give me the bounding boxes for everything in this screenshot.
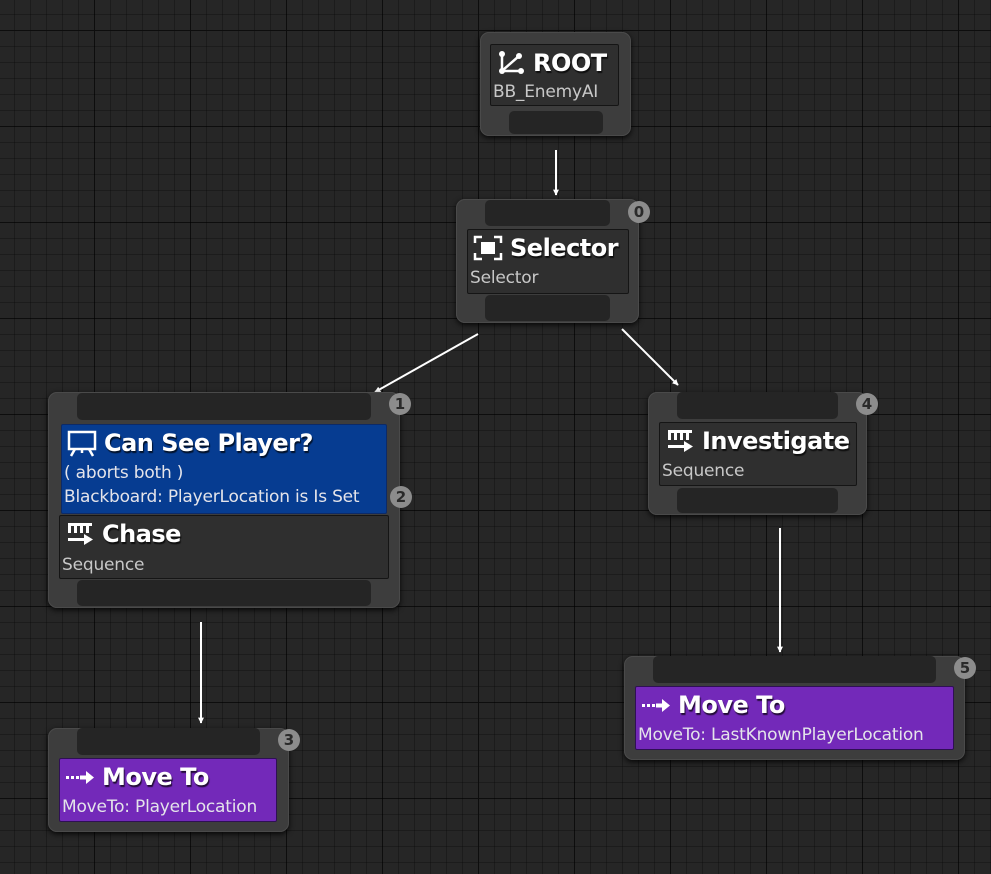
- move-to-player-title: Move To: [102, 763, 209, 791]
- selector-title: Selector: [510, 234, 619, 262]
- investigate-node[interactable]: Investigate Sequence 4: [648, 392, 878, 515]
- sequence-icon: [68, 523, 93, 545]
- move-to-player-subtitle: MoveTo: PlayerLocation: [62, 797, 258, 817]
- root-node[interactable]: ROOT BB_EnemyAI: [480, 32, 631, 136]
- chase-index-badge: 1: [389, 393, 411, 415]
- selector-node[interactable]: Selector Selector 0: [456, 199, 650, 323]
- move-to-last-known-title: Move To: [678, 691, 785, 719]
- wire-selector-to-investigate: [621, 328, 679, 386]
- move-to-icon: [642, 699, 670, 712]
- move-to-last-known-card: Move To MoveTo: LastKnownPlayerLocation: [635, 686, 954, 750]
- root-subtitle: BB_EnemyAI: [493, 82, 599, 102]
- investigate-card: Investigate Sequence: [659, 422, 857, 486]
- decorator-title: Can See Player?: [104, 429, 313, 457]
- decorator-index-badge: 2: [390, 486, 412, 508]
- blackboard-decorator-icon: [67, 430, 97, 457]
- investigate-input-pin[interactable]: [677, 392, 838, 419]
- decorator-abort-text: ( aborts both ): [64, 463, 184, 483]
- chase-subtitle: Sequence: [62, 555, 145, 575]
- move-to-icon: [66, 771, 94, 784]
- selector-subtitle: Selector: [470, 268, 539, 288]
- chase-node[interactable]: Can See Player? ( aborts both ) Blackboa…: [48, 392, 412, 608]
- decorator-condition: Blackboard: PlayerLocation is Is Set: [64, 487, 360, 507]
- wire-selector-to-chase: [374, 333, 479, 393]
- selector-input-pin[interactable]: [485, 200, 610, 226]
- selector-card: Selector Selector: [467, 229, 629, 294]
- move-to-player-index-badge: 3: [278, 729, 300, 751]
- move-to-player-input-pin[interactable]: [77, 728, 260, 755]
- selector-output-pin[interactable]: [485, 295, 610, 321]
- sequence-icon: [668, 430, 693, 452]
- chase-card: Chase Sequence: [59, 515, 389, 579]
- root-card: ROOT BB_EnemyAI: [490, 44, 619, 106]
- selector-icon: [473, 235, 503, 261]
- root-output-pin[interactable]: [509, 111, 603, 134]
- selector-index-badge: 0: [628, 201, 650, 223]
- chase-output-pin[interactable]: [77, 580, 371, 606]
- root-title: ROOT: [533, 49, 607, 77]
- move-to-last-known-index-badge: 5: [954, 657, 976, 679]
- move-to-player-card: Move To MoveTo: PlayerLocation: [59, 758, 277, 822]
- move-to-last-known-node[interactable]: Move To MoveTo: LastKnownPlayerLocation …: [624, 656, 976, 760]
- move-to-last-known-input-pin[interactable]: [653, 656, 936, 683]
- investigate-title: Investigate: [702, 427, 850, 455]
- move-to-player-node[interactable]: Move To MoveTo: PlayerLocation 3: [48, 728, 300, 832]
- move-to-last-known-subtitle: MoveTo: LastKnownPlayerLocation: [638, 725, 924, 745]
- chase-input-pin[interactable]: [77, 393, 371, 420]
- root-branch-icon: [499, 51, 524, 74]
- investigate-index-badge: 4: [856, 393, 878, 415]
- investigate-subtitle: Sequence: [662, 461, 745, 481]
- decorator-can-see-player[interactable]: Can See Player? ( aborts both ) Blackboa…: [61, 424, 387, 514]
- investigate-output-pin[interactable]: [677, 488, 838, 513]
- chase-title: Chase: [102, 520, 181, 548]
